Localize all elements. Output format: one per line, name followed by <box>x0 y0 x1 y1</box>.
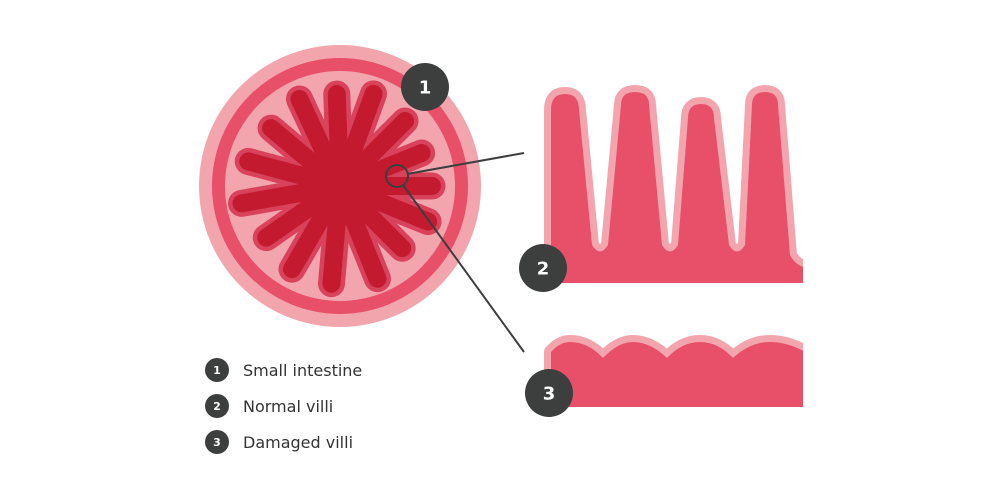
legend-item: 3 Damaged villi <box>205 424 362 460</box>
damaged-villi <box>544 335 803 407</box>
legend-item: 1 Small intestine <box>205 352 362 388</box>
intestinal-lumen-folds <box>228 80 446 298</box>
svg-text:3: 3 <box>543 384 556 405</box>
lumen-center <box>300 146 380 226</box>
legend-label: Damaged villi <box>243 432 354 452</box>
pointer-line-damaged <box>402 184 525 353</box>
badge-3: 3 <box>525 369 573 417</box>
legend-badge: 3 <box>205 430 229 454</box>
legend-label: Small intestine <box>243 360 363 380</box>
normal-villi <box>544 85 803 283</box>
badge-1: 1 <box>401 63 449 111</box>
legend-label: Normal villi <box>243 396 334 416</box>
small-intestine-cross-section <box>199 45 481 327</box>
pointer-line-normal <box>406 152 525 175</box>
legend-badge: 2 <box>205 394 229 418</box>
legend-item: 2 Normal villi <box>205 388 362 424</box>
badge-2: 2 <box>519 244 567 292</box>
svg-text:2: 2 <box>537 259 550 280</box>
svg-text:1: 1 <box>419 78 432 99</box>
legend-badge: 1 <box>205 358 229 382</box>
magnifier-circle <box>385 164 409 188</box>
legend: 1 Small intestine 2 Normal villi 3 Damag… <box>205 352 362 460</box>
